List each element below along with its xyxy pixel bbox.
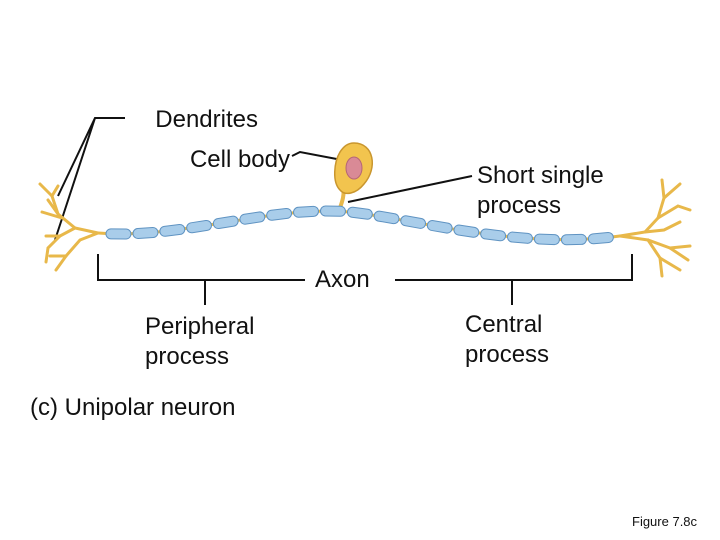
myelin-segment [453,224,480,238]
myelin-segment [426,220,453,234]
myelin-segment [373,210,400,225]
dendrites-leader [54,117,125,241]
myelin-segment [239,211,266,225]
myelin-sheath [105,205,614,246]
axon-bracket [97,254,633,305]
myelin-segment [105,228,132,240]
cell-body-label: Cell body [189,146,290,173]
short-process-leader [347,175,473,203]
myelin-segment [159,223,186,237]
myelin-segment [480,228,507,242]
myelin-segment [186,219,212,234]
leader-lines [54,117,473,241]
short-single-process-label: Short single process [477,162,604,219]
myelin-segment [293,205,319,218]
myelin-segment [533,233,560,246]
right-dendrites [618,178,692,278]
dendrites-label: Dendrites [155,106,258,133]
myelin-segment [587,232,614,245]
cell-body-leader [291,150,343,161]
peripheral-process-label: Peripheral process [145,313,255,370]
central-process-label: Central process [465,311,550,368]
left-dendrites [38,182,100,272]
axon-label: Axon [315,266,370,293]
myelin-segment [319,205,346,217]
myelin-segment [266,207,293,221]
figure-caption: (c) Unipolar neuron [30,394,236,421]
figure-reference: Figure 7.8c [632,514,698,529]
myelin-segment [346,206,373,220]
myelin-segment [506,231,533,244]
nucleus [345,156,363,180]
myelin-segment [400,215,427,229]
myelin-segment [132,227,159,240]
myelin-segment [212,215,239,230]
myelin-segment [560,233,587,246]
